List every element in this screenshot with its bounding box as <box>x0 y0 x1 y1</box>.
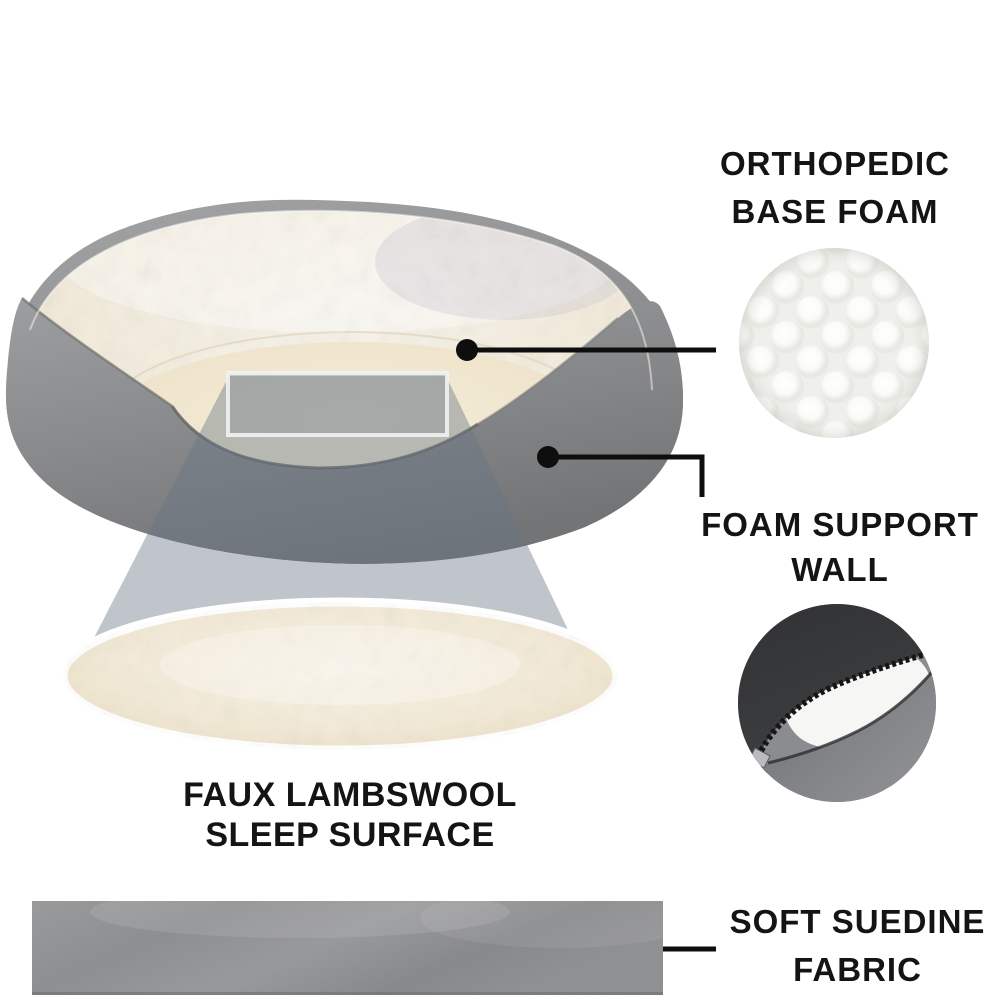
label-faux-lambswool-sleep-surface: FAUX LAMBSWOOL SLEEP SURFACE <box>140 775 560 855</box>
label-orthopedic-base-foam: ORTHOPEDIC BASE FOAM <box>660 140 1000 236</box>
label-line: ORTHOPEDIC <box>719 145 950 182</box>
label-line: FAUX LAMBSWOOL <box>183 776 517 814</box>
callout-orthopedic-marker <box>456 339 716 361</box>
lambswool-surface-ellipse <box>58 597 622 755</box>
label-line: BASE FOAM <box>731 193 939 230</box>
label-line: FABRIC <box>793 951 922 988</box>
zipper-teeth <box>755 647 936 759</box>
label-line: SLEEP SURFACE <box>205 816 495 854</box>
label-line: SOFT SUEDINE <box>729 903 986 940</box>
cover-fabric <box>738 660 936 802</box>
egg-crate-foam-photo <box>739 248 929 438</box>
suedine-fabric-strip <box>32 901 663 995</box>
magnifier-cone <box>81 376 584 663</box>
label-line: WALL <box>791 551 889 588</box>
label-line: FOAM SUPPORT <box>701 506 979 543</box>
rim-inner-edge <box>29 209 653 391</box>
left-piping-seam <box>21 297 173 408</box>
cover-edge <box>767 659 936 765</box>
front-scoop-seam <box>170 405 479 470</box>
highlight-rectangle <box>226 371 449 437</box>
zipper-foam-wall-photo <box>738 604 936 802</box>
label-soft-suedine-fabric: SOFT SUEDINE FABRIC <box>685 898 1000 994</box>
right-piping-seam <box>477 317 619 426</box>
callout-elbow-line <box>548 454 705 497</box>
label-foam-support-wall: FOAM SUPPORT WALL <box>665 502 1000 592</box>
bed-front-wall <box>5 298 684 564</box>
callout-foam-wall-marker <box>537 446 705 497</box>
